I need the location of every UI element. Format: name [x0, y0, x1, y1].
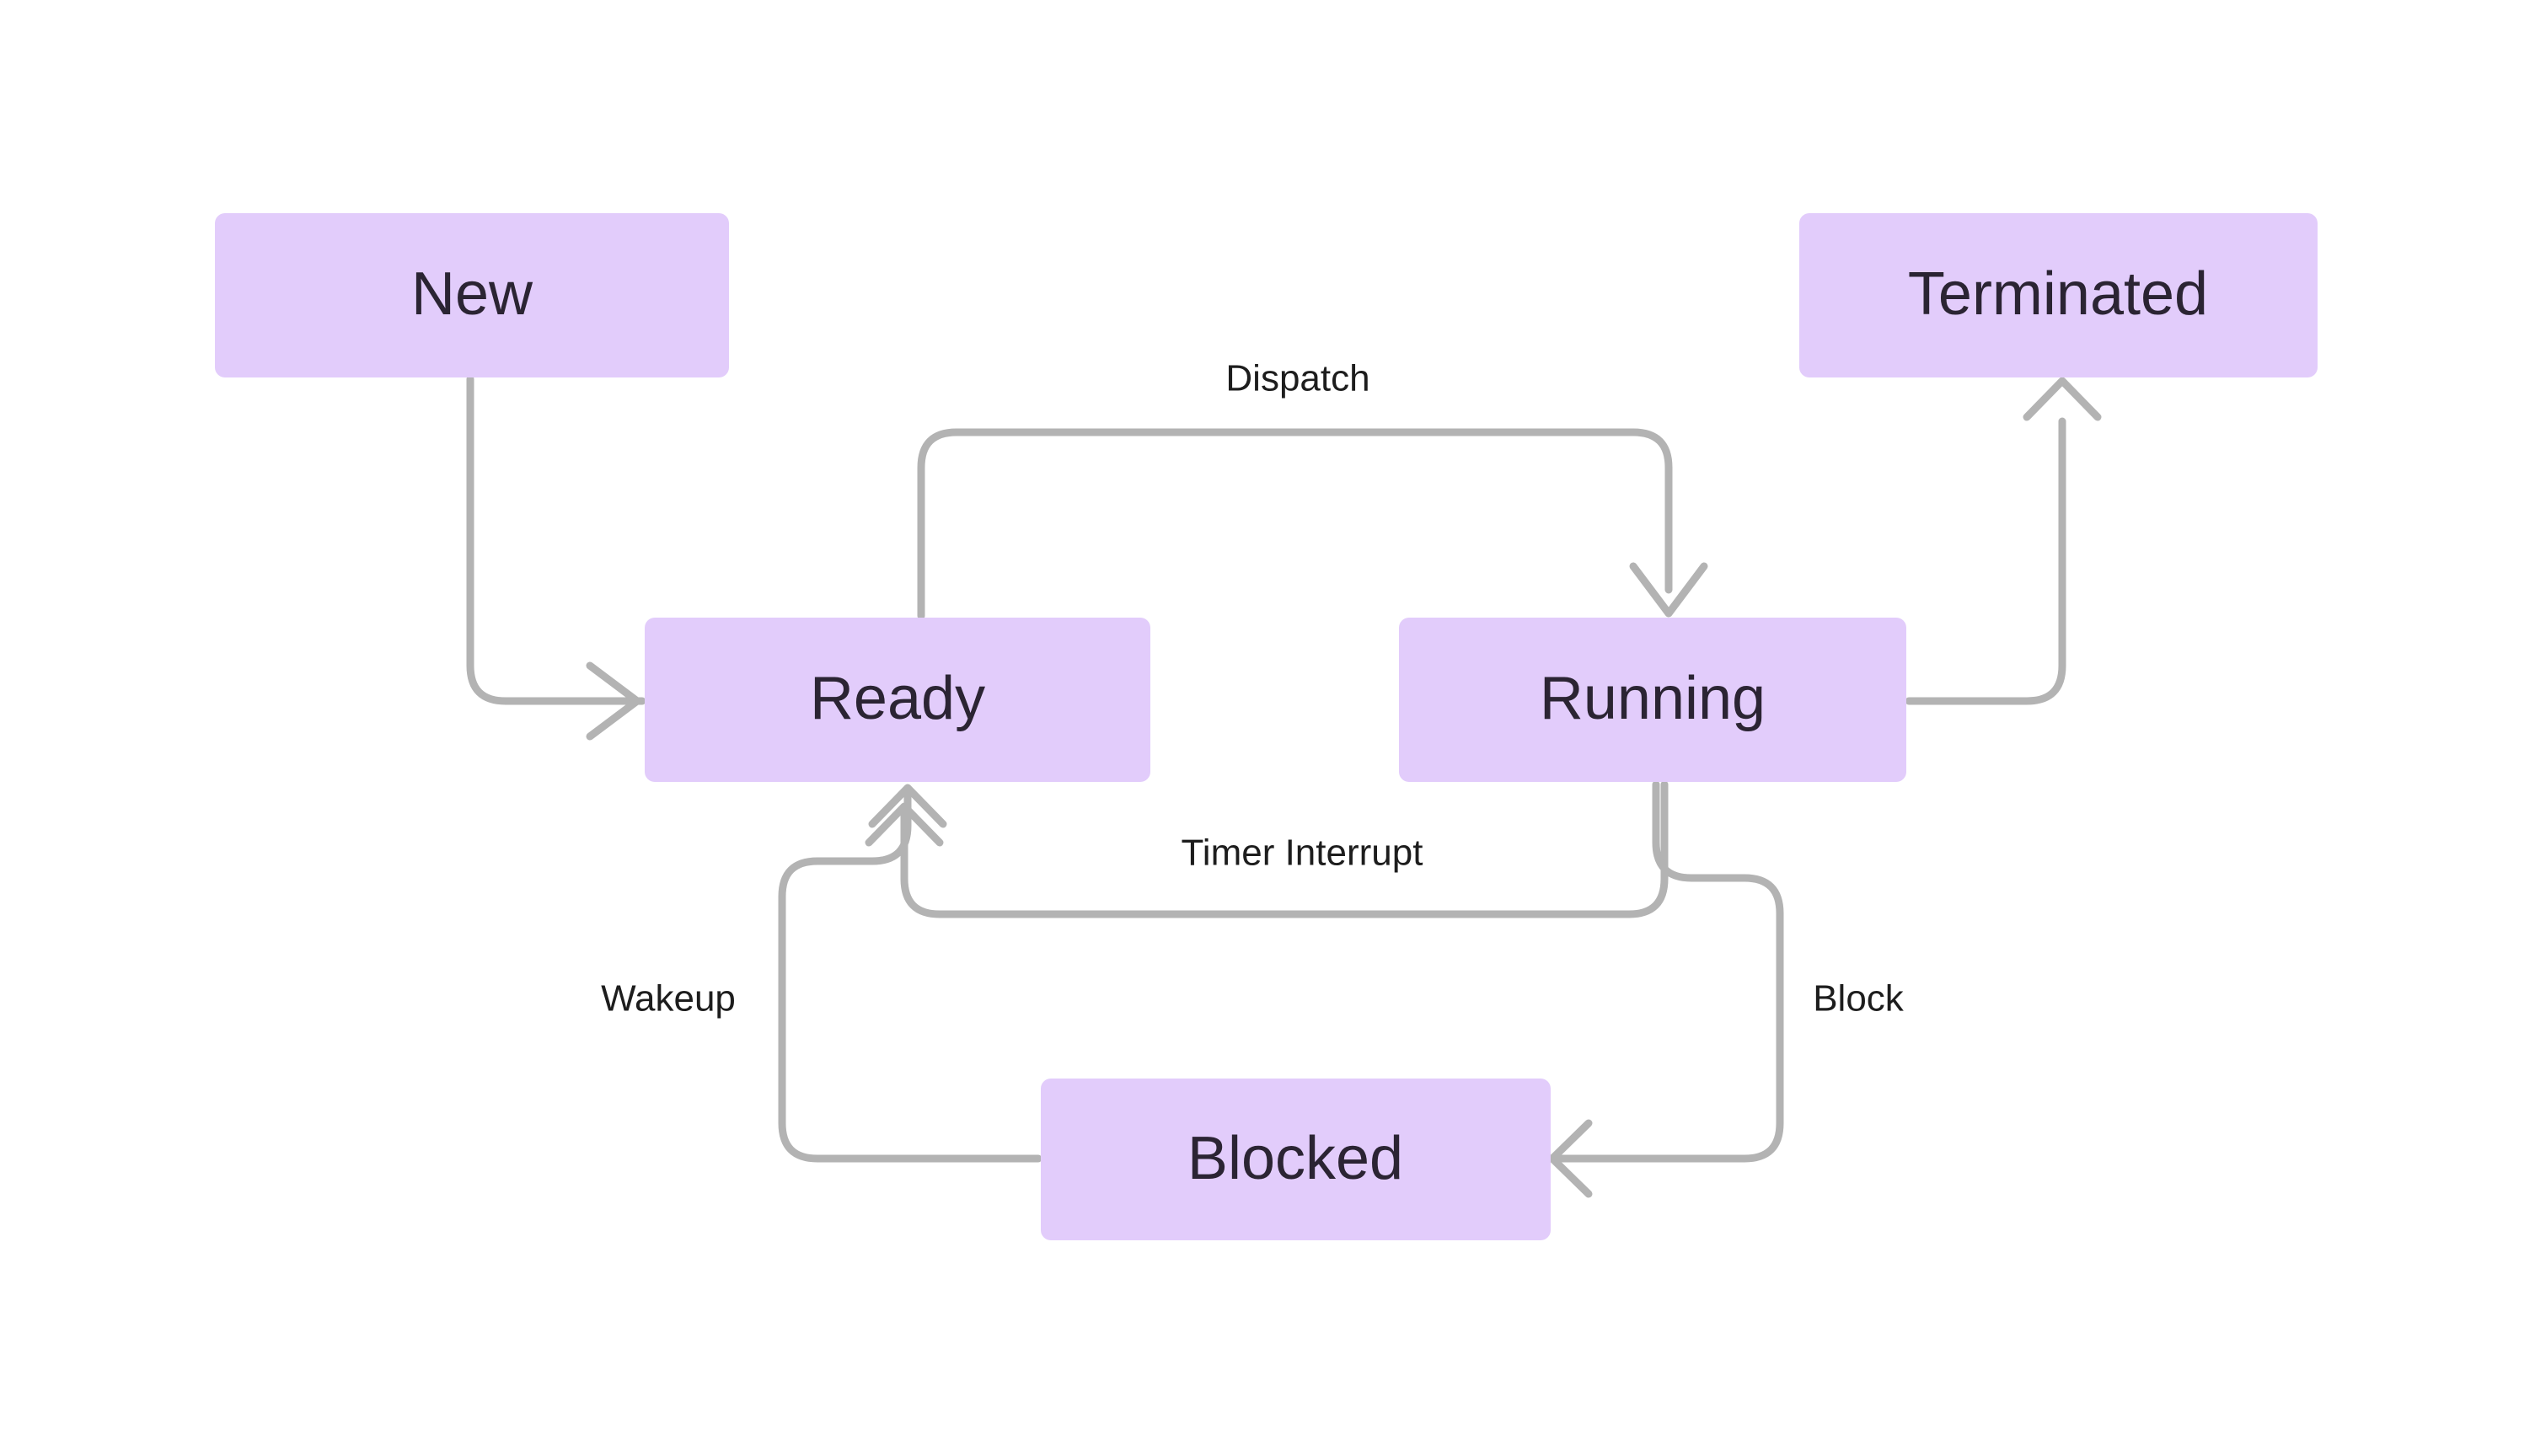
edge-label-wakeup: Wakeup — [601, 978, 736, 1020]
edge-new-to-ready-line — [466, 375, 646, 705]
edge-ready-to-running: Dispatch — [917, 358, 1708, 620]
edge-running-to-terminated-arrowhead — [2023, 377, 2102, 421]
edge-running-to-blocked-arrowhead — [1548, 1119, 1593, 1198]
node-blocked[interactable]: Blocked — [1041, 1079, 1551, 1240]
node-new-rect[interactable] — [215, 213, 729, 377]
node-ready[interactable]: Ready — [645, 618, 1150, 782]
edge-new-to-ready — [466, 375, 646, 741]
node-blocked-label: Blocked — [1187, 1125, 1403, 1192]
edge-running-to-ready: Timer Interrupt — [865, 780, 1669, 918]
node-new[interactable]: New — [215, 213, 729, 377]
node-ready-rect[interactable] — [645, 618, 1150, 782]
edge-label-dispatch: Dispatch — [1225, 358, 1369, 399]
node-new-label: New — [411, 260, 533, 328]
edge-running-to-ready-line — [900, 780, 1669, 918]
node-blocked-rect[interactable] — [1041, 1079, 1551, 1240]
node-terminated-label: Terminated — [1908, 260, 2208, 328]
edge-label-timer-interrupt: Timer Interrupt — [1182, 832, 1423, 874]
node-running-rect[interactable] — [1399, 618, 1906, 782]
node-terminated-rect[interactable] — [1799, 213, 2318, 377]
edge-blocked-to-ready-line — [778, 786, 1042, 1163]
edge-blocked-to-ready: Wakeup — [601, 784, 1042, 1163]
edge-ready-to-running-arrowhead — [1629, 562, 1708, 618]
edge-running-to-terminated-line — [1905, 417, 2066, 705]
edge-label-block: Block — [1813, 978, 1905, 1020]
edge-new-to-ready-arrowhead — [586, 661, 641, 741]
node-running-label: Running — [1540, 665, 1766, 732]
edge-running-to-blocked: Block — [1548, 780, 1905, 1198]
node-terminated[interactable]: Terminated — [1799, 213, 2318, 377]
node-running[interactable]: Running — [1399, 618, 1906, 782]
node-ready-label: Ready — [810, 665, 985, 732]
edge-blocked-to-ready-arrowhead — [868, 784, 947, 828]
edge-running-to-terminated — [1905, 377, 2102, 705]
edge-running-to-blocked-line — [1551, 780, 1784, 1163]
edge-ready-to-running-line — [917, 428, 1673, 620]
